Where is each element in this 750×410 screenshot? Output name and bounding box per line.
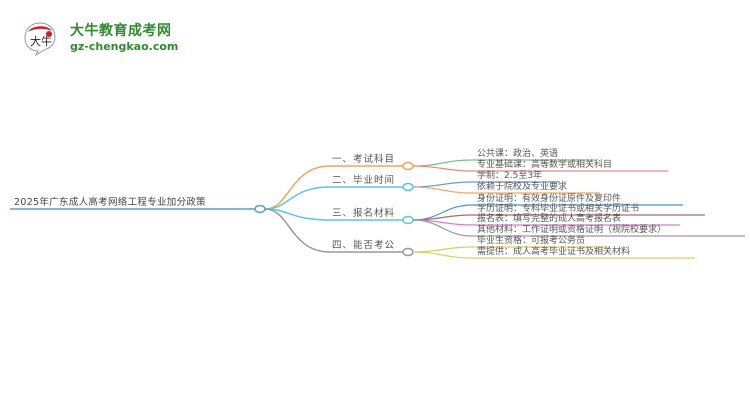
leaf-major-courses[interactable]: 专业基础课：高等数学或相关科目: [477, 160, 613, 170]
site-logo[interactable]: 大牛 大牛教育成考网 gz-chengkao.com: [18, 18, 208, 58]
leaf-id-proof[interactable]: 身份证明：有效身份证原件及复印件: [477, 194, 622, 204]
leaf-other-materials[interactable]: 其他材料：工作证明或资格证明（视院校要求）: [477, 225, 667, 235]
branch-civil-service[interactable]: 四、能否考公: [332, 240, 396, 251]
logo-title: 大牛教育成考网: [70, 23, 172, 39]
leaf-public-courses[interactable]: 公共课：政治、英语: [477, 149, 559, 159]
mindmap-root[interactable]: 2025年广东成人高考网络工程专业加分政策: [14, 197, 206, 208]
leaf-application-form[interactable]: 报名表：填写完整的成人高考报名表: [477, 214, 622, 224]
branch-exam-subjects[interactable]: 一、考试科目: [332, 154, 396, 165]
logo-url: gz-chengkao.com: [70, 40, 179, 53]
leaf-education-proof[interactable]: 学历证明：专科毕业证书或相关学历证书: [477, 204, 640, 214]
logo-badge-icon: 大牛: [24, 22, 56, 56]
leaf-school-requirements[interactable]: 依赖于院校及专业要求: [477, 182, 568, 192]
leaf-study-duration[interactable]: 学制：2.5至3年: [477, 171, 543, 181]
branch-application-materials[interactable]: 三、报名材料: [332, 208, 396, 219]
leaf-graduate-eligibility[interactable]: 毕业生资格：可报考公务员: [477, 236, 586, 246]
branch-graduation-time[interactable]: 二、毕业时间: [332, 175, 396, 186]
leaf-required-documents[interactable]: 需提供：成人高考毕业证书及相关材料: [477, 247, 631, 257]
svg-text:大牛: 大牛: [30, 34, 52, 48]
